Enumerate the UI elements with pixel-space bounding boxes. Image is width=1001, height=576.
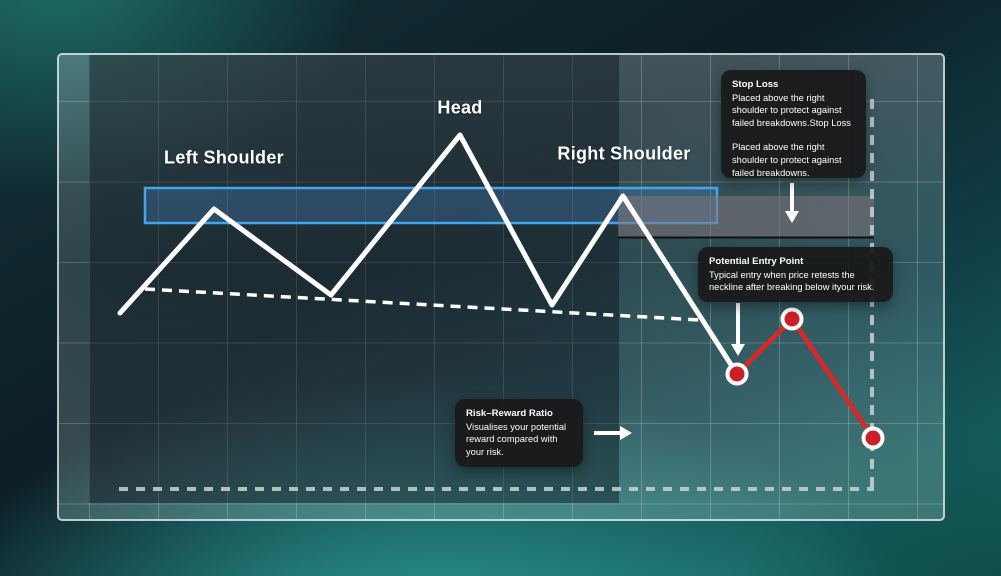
right-shoulder-label: Right Shoulder xyxy=(557,143,691,164)
stop-loss-tooltip-body-2: Placed above the right shoulder to prote… xyxy=(732,142,842,178)
price-marker xyxy=(780,307,804,331)
annotation-arrow-head xyxy=(731,344,745,356)
stop-loss-tooltip-body-1: Placed above the right shoulder to prote… xyxy=(732,92,851,128)
risk-reward-tooltip: Risk–Reward Ratio Visualises your potent… xyxy=(455,399,583,467)
stop-loss-zone xyxy=(618,196,874,237)
annotation-arrows xyxy=(594,183,799,440)
annotation-arrow-head xyxy=(620,426,632,440)
stop-loss-tooltip-title: Stop Loss xyxy=(732,79,779,90)
price-marker xyxy=(725,362,749,386)
entry-point-tooltip-title: Potential Entry Point xyxy=(709,256,804,267)
breakdown-line xyxy=(734,316,876,441)
head-label: Head xyxy=(437,97,483,118)
left-shoulder-label: Left Shoulder xyxy=(164,147,284,168)
risk-reward-tooltip-body: Visualises your potential reward compare… xyxy=(466,421,567,457)
entry-point-tooltip-body: Typical entry when price retests the nec… xyxy=(709,269,875,293)
price-pattern-line xyxy=(117,132,740,377)
entry-point-tooltip: Potential Entry Point Typical entry when… xyxy=(698,247,893,302)
stop-loss-tooltip: Stop Loss Placed above the right shoulde… xyxy=(721,70,866,178)
risk-reward-tooltip-title: Risk–Reward Ratio xyxy=(466,408,553,419)
price-markers xyxy=(725,307,885,450)
price-marker xyxy=(861,426,885,450)
annotation-arrow-head xyxy=(785,211,799,223)
neckline-dashed xyxy=(144,287,701,322)
